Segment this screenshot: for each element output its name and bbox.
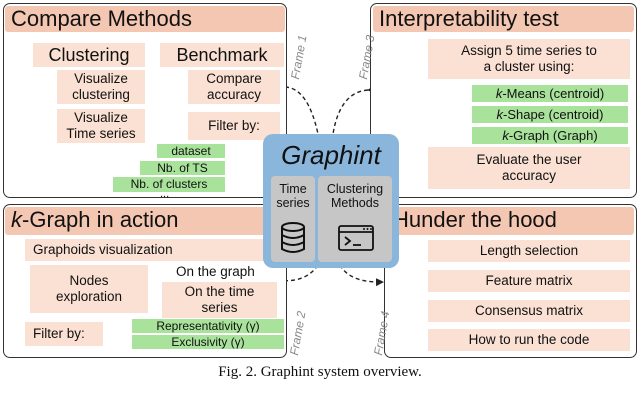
k-italic: k [11,207,22,232]
frame2-filter-by-box: Filter by: [25,322,103,346]
panel-line: Clustering [326,182,384,196]
database-icon [281,222,305,253]
frame1-title: Compare Methods [5,6,285,32]
more-ellipsis: ... [160,188,170,200]
filter-nb-clusters-tag: Nb. of clusters [113,177,225,192]
item-line: exploration [55,289,123,304]
terminal-window-icon [338,225,374,251]
visualize-clustering-box: Visualize clustering [57,70,145,104]
frame3-title: Interpretability test [373,6,634,32]
clustering-methods-panel [318,176,392,262]
clustering-methods-label: Clustering Methods [318,182,392,210]
item-line: Compare [206,71,262,86]
k-italic: k [496,107,504,122]
filter-nb-ts-tag: Nb. of TS [140,161,225,175]
kmeans-method-tag: k-Means (centroid) [472,85,628,102]
item-line: Time series [66,126,136,141]
hub-link-frame3 [332,85,376,135]
on-the-time-series-box: On the time series [162,282,277,318]
visualize-time-series-box: Visualize Time series [57,109,145,143]
item-line: accuracy [501,168,557,183]
item-line: On the time [184,284,255,299]
item-line: Assign 5 time series to [461,43,597,58]
benchmark-header: Benchmark [160,43,284,67]
clustering-header: Clustering [33,43,145,67]
panel-line: Methods [331,196,379,210]
exclusivity-tag: Exclusivity (γ) [132,335,284,349]
item-line: Visualize [74,110,128,125]
item-line: Nodes [69,273,109,288]
filter-dataset-tag: dataset [157,144,225,158]
kgraph-method-tag: k-Graph (Graph) [472,127,628,144]
item-line: series [201,300,238,315]
how-to-run-box: How to run the code [428,329,630,351]
length-selection-box: Length selection [428,240,630,262]
nodes-exploration-box: Nodes exploration [30,265,148,313]
hub-title: Graphint [281,140,381,170]
filter-by-box: Filter by: [188,112,280,140]
method-label: -Means (centroid) [502,86,605,101]
item-line: accuracy [206,87,262,102]
panel-line: Time [279,182,307,196]
evaluate-box: Evaluate the user accuracy [428,147,630,189]
on-the-graph-label: On the graph [176,264,255,279]
figure-caption: Fig. 2. Graphint system overview. [218,364,422,380]
frame2-title: k-Graph in action [5,207,275,235]
time-series-label: Time series [271,182,315,210]
graphoids-visualization-box: Graphoids visualization [25,239,277,261]
panel-line: series [276,196,310,210]
compare-accuracy-box: Compare accuracy [188,70,280,104]
item-line: Evaluate the user [476,152,582,167]
kshape-method-tag: k-Shape (centroid) [472,106,628,123]
item-line: a cluster using: [483,59,575,74]
consensus-matrix-box: Consensus matrix [428,300,630,322]
frame4-title: Hunder the hood [387,207,634,235]
time-series-panel [271,176,315,262]
item-line: Visualize [74,71,128,86]
k-italic: k [495,86,503,101]
representativity-tag: Representativity (γ) [132,319,284,333]
title-text: -Graph in action [22,207,179,232]
k-italic: k [502,128,509,143]
feature-matrix-box: Feature matrix [428,270,630,292]
item-line: clustering [72,87,130,102]
method-label: -Graph (Graph) [508,128,598,143]
assign-box: Assign 5 time series to a cluster using: [428,39,630,79]
hub-link-frame1 [277,82,319,135]
method-label: -Shape (centroid) [503,107,604,122]
